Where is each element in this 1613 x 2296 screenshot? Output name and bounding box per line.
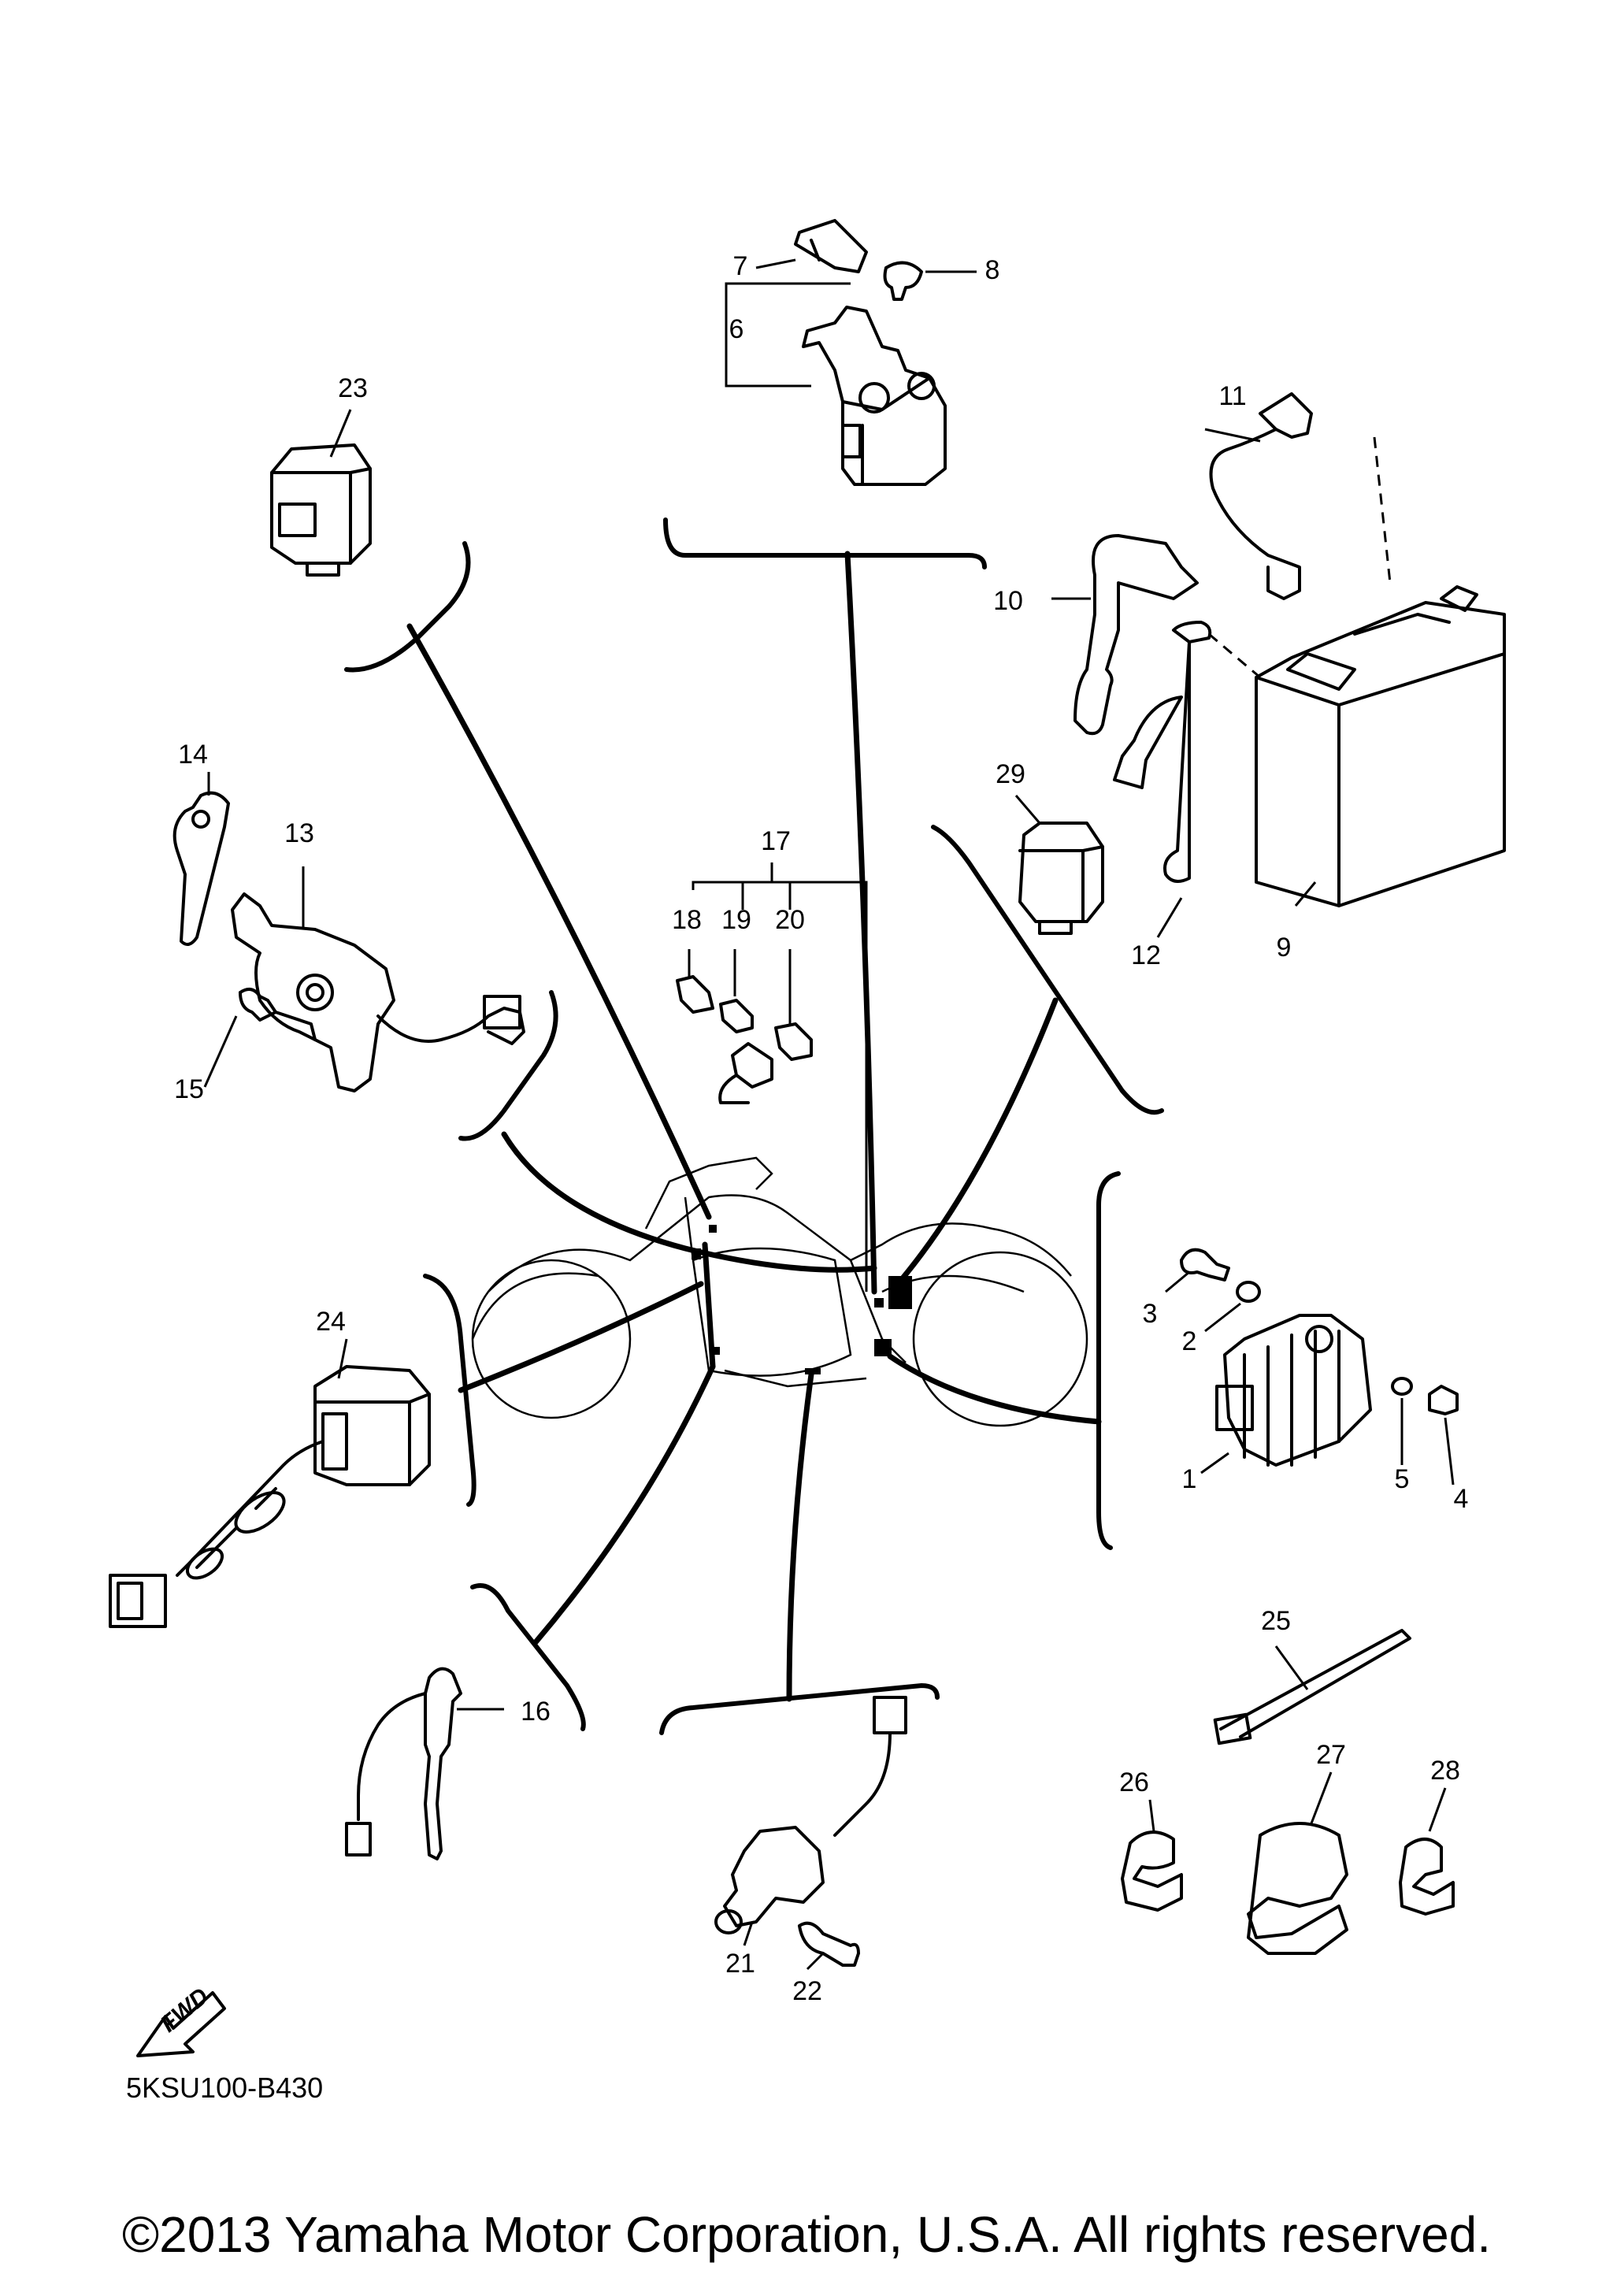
callout-28: 28 — [1430, 1756, 1460, 1786]
rectifier-body — [1223, 1314, 1372, 1467]
callout-24: 24 — [316, 1307, 346, 1337]
switch-screw — [239, 988, 277, 1022]
callout-7: 7 — [733, 251, 748, 281]
ground-lead — [1163, 640, 1191, 883]
callout-2: 2 — [1182, 1326, 1197, 1356]
relay-23 — [270, 409, 372, 577]
callout-29: 29 — [996, 759, 1025, 789]
battery-band — [1073, 534, 1199, 736]
callout-26: 26 — [1119, 1767, 1149, 1797]
motorcycle-outline — [471, 1156, 1088, 1427]
battery-group — [1051, 392, 1506, 938]
part-21-22 — [714, 1696, 907, 1971]
callout-20: 20 — [775, 905, 805, 935]
callout-27: 27 — [1316, 1740, 1346, 1770]
forward-arrow-label: FWD — [156, 1983, 214, 2038]
group-brackets — [344, 517, 1164, 1735]
starter-relay-group — [725, 219, 977, 486]
callout-21: 21 — [725, 1949, 755, 1979]
battery-body — [1255, 601, 1506, 907]
callout-16: 16 — [521, 1697, 551, 1727]
callout-19: 19 — [721, 905, 751, 935]
rectifier-group — [1165, 1248, 1459, 1486]
callout-13: 13 — [284, 818, 314, 848]
callout-1: 1 — [1182, 1464, 1197, 1494]
fuse-cover — [794, 219, 868, 273]
forward-arrow-icon: FWD — [136, 1983, 226, 2057]
starter-relay-body — [802, 306, 947, 486]
fuse-group — [676, 862, 868, 1292]
callout-25: 25 — [1261, 1606, 1291, 1636]
flasher-relay-29 — [1014, 795, 1104, 935]
callout-18: 18 — [672, 905, 702, 935]
component-location-markers — [692, 1225, 912, 1374]
battery-lead-connector — [1259, 392, 1313, 439]
main-switch-body — [231, 892, 395, 1092]
callout-5: 5 — [1395, 1464, 1410, 1494]
callout-6: 6 — [729, 314, 744, 344]
part-16 — [345, 1667, 504, 1860]
clamps-and-ties — [1121, 1629, 1455, 1955]
callout-labels: 1 2 3 4 5 6 7 8 9 10 11 12 13 14 15 16 1… — [174, 251, 1468, 2006]
callout-14: 14 — [178, 740, 208, 770]
main-switch-group — [172, 772, 525, 1092]
callout-12: 12 — [1131, 940, 1161, 970]
relay-screw — [883, 261, 923, 301]
pointer-lines — [406, 551, 1102, 1702]
callout-11: 11 — [1218, 381, 1246, 411]
part-24 — [109, 1338, 431, 1628]
callout-4: 4 — [1454, 1484, 1469, 1514]
callout-23: 23 — [338, 373, 368, 403]
diagram-code: 5KSU100-B430 — [126, 2072, 324, 2104]
callout-10: 10 — [993, 586, 1023, 616]
key — [172, 791, 230, 946]
callout-9: 9 — [1277, 933, 1292, 963]
callout-17: 17 — [761, 826, 791, 856]
callout-8: 8 — [985, 255, 1000, 285]
callout-22: 22 — [792, 1976, 822, 2006]
copyright-notice: ©2013 Yamaha Motor Corporation, U.S.A. A… — [121, 2206, 1492, 2263]
callout-15: 15 — [174, 1074, 204, 1104]
callout-3: 3 — [1143, 1299, 1158, 1329]
rectifier-bolt — [1180, 1248, 1230, 1282]
